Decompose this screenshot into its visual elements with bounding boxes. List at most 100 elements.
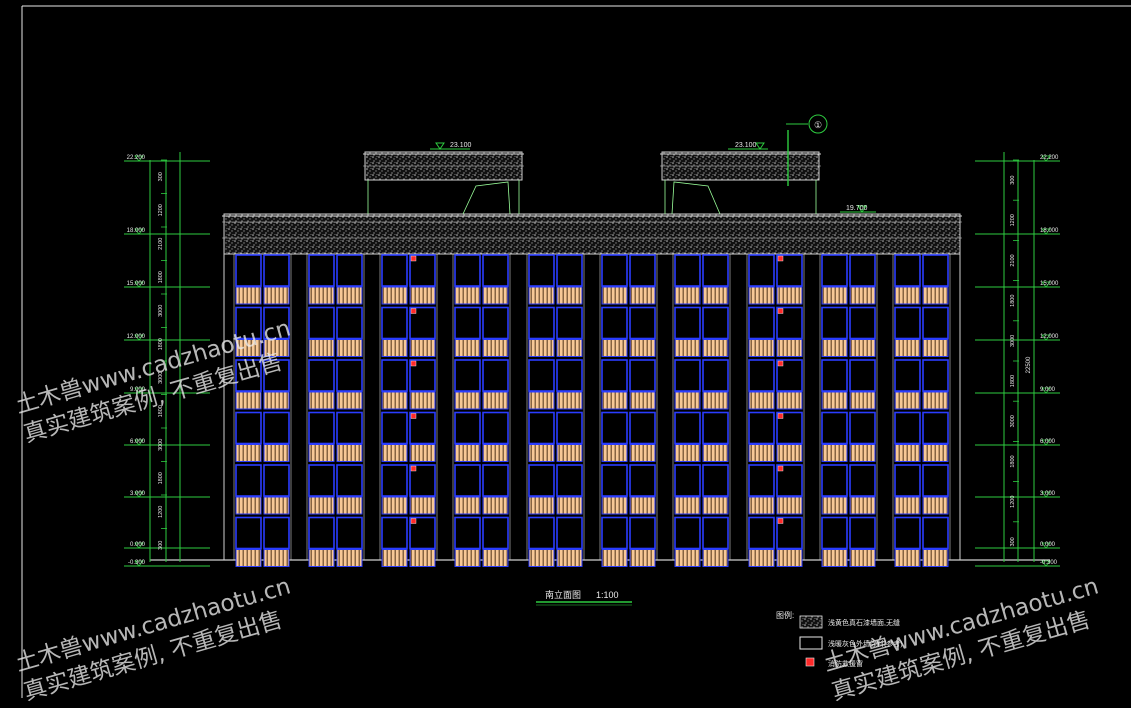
window [849, 306, 876, 340]
rescue-window-marker [410, 255, 417, 262]
balcony-railing [702, 496, 729, 515]
window [849, 464, 876, 497]
parapet-level-mark: 19.700 [840, 205, 876, 213]
window [308, 359, 335, 392]
window [308, 254, 335, 287]
balcony-railing [776, 339, 803, 357]
window [702, 306, 729, 340]
axis-marker-label: ① [814, 120, 822, 130]
dimension-text: 1800 [158, 405, 164, 417]
balcony-railing [235, 496, 262, 515]
balcony-railing [235, 286, 262, 305]
window [821, 411, 848, 445]
balcony-railing [821, 286, 848, 305]
dimension-text: 3000 [158, 372, 164, 384]
balcony-railing [454, 286, 481, 305]
window [336, 306, 363, 340]
balcony-railing [894, 496, 921, 515]
window [556, 306, 583, 340]
level-text: 22.200 [127, 155, 146, 161]
window [235, 306, 262, 340]
window [922, 254, 949, 287]
balcony-railing [528, 496, 555, 515]
balcony-railing [821, 444, 848, 462]
balcony-railing [702, 391, 729, 410]
balcony-railing [409, 391, 436, 410]
balcony-railing [235, 339, 262, 357]
level-text: 15.000 [127, 281, 146, 287]
window [922, 516, 949, 550]
total-dimension-text: 22500 [1026, 356, 1032, 373]
window [776, 411, 803, 445]
roof-level-text: 23.100 [450, 142, 472, 149]
level-triangle [134, 228, 144, 235]
window [894, 464, 921, 497]
balcony-railing [894, 339, 921, 357]
balcony-railing [235, 549, 262, 567]
rescue-window-marker [777, 308, 784, 314]
balcony-railing [308, 549, 335, 567]
balcony-railing [528, 339, 555, 357]
balcony-railing [454, 549, 481, 567]
window [556, 516, 583, 550]
level-text: 18.000 [127, 228, 146, 234]
level-triangle [134, 439, 144, 446]
level-text: 9.000 [130, 387, 146, 393]
level-text: 15.000 [1040, 281, 1059, 287]
balcony-railing [409, 286, 436, 305]
rescue-window-marker [777, 465, 784, 472]
balcony-railing [336, 286, 363, 305]
level-text: 3.000 [130, 491, 146, 497]
window [849, 516, 876, 550]
balcony-railing [454, 391, 481, 410]
level-text: 0.000 [1040, 542, 1056, 548]
window [454, 306, 481, 340]
window [674, 464, 701, 497]
balcony-railing [381, 496, 408, 515]
window [821, 254, 848, 287]
level-text: 6.000 [130, 439, 146, 445]
window [601, 464, 628, 497]
balcony-railing [821, 391, 848, 410]
window [629, 464, 656, 497]
balcony-railing [894, 444, 921, 462]
window [235, 464, 262, 497]
legend-label: 浅暖灰色外墙涂料(参考) [828, 639, 903, 648]
balcony-railing [674, 549, 701, 567]
window [482, 359, 509, 392]
balcony-railing [556, 339, 583, 357]
window [849, 254, 876, 287]
window [556, 464, 583, 497]
balcony-railing [894, 549, 921, 567]
balcony-railing [894, 391, 921, 410]
window [409, 464, 436, 497]
window [482, 306, 509, 340]
balcony-railing [601, 549, 628, 567]
dimension-text: 1800 [1010, 455, 1016, 467]
balcony-railing [556, 391, 583, 410]
level-triangle [134, 155, 144, 162]
window [381, 359, 408, 392]
dimension-text: 1200 [1010, 496, 1016, 508]
balcony-railing [454, 339, 481, 357]
window [409, 516, 436, 550]
balcony-railing [748, 496, 775, 515]
dimension-text: 1800 [158, 271, 164, 283]
dimension-text: 1800 [1010, 295, 1016, 307]
right-dimension-column: 22.20018.00015.00012.0009.0006.0003.0000… [975, 152, 1060, 567]
balcony-railing [482, 444, 509, 462]
window [381, 411, 408, 445]
level-triangle [1041, 439, 1051, 446]
dimension-text: 300 [1010, 537, 1016, 546]
window [674, 516, 701, 550]
window [263, 464, 290, 497]
balcony-railing [336, 339, 363, 357]
balcony-railing [482, 339, 509, 357]
window [556, 254, 583, 287]
level-text: 22.200 [1040, 155, 1059, 161]
window [674, 411, 701, 445]
window [702, 411, 729, 445]
level-text: 0.000 [130, 542, 146, 548]
balcony-railing [336, 391, 363, 410]
